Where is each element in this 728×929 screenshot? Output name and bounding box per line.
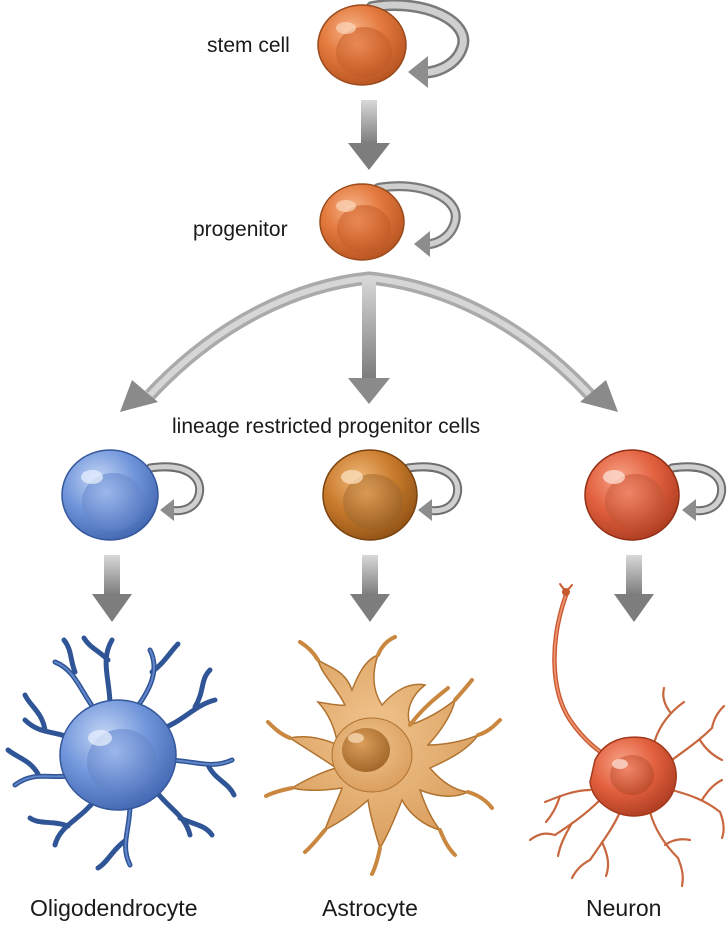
oligodendrocyte-label: Oligodendrocyte [30, 895, 198, 921]
neuron-label: Neuron [586, 895, 661, 921]
progenitor-cell: progenitor [193, 181, 461, 261]
neuron: Neuron [528, 583, 726, 921]
circular-arrow-icon [145, 462, 205, 521]
circular-arrow-icon [366, 0, 470, 88]
down-arrow-icon [580, 380, 618, 412]
stem-cell-label: stem cell [207, 34, 290, 57]
neuron-progenitor [584, 449, 727, 541]
stem-cell: stem cell [207, 0, 470, 88]
down-arrow-icon [92, 555, 132, 622]
circular-arrow-icon [403, 462, 463, 521]
down-arrow-icon [348, 100, 390, 170]
progenitor-label: progenitor [193, 218, 288, 241]
down-arrow-icon [348, 378, 390, 404]
astrocyte-label: Astrocyte [322, 895, 418, 921]
down-arrow-icon [350, 555, 390, 622]
oligodendrocyte-progenitor [61, 449, 205, 541]
down-arrow-icon [120, 380, 158, 412]
lineage-label: lineage restricted progenitor cells [172, 415, 480, 438]
oligodendrocyte: Oligodendrocyte [5, 635, 237, 921]
astrocyte: Astrocyte [264, 635, 502, 921]
circular-arrow-icon [667, 462, 727, 521]
branching-arrows [120, 271, 618, 412]
circular-arrow-icon [373, 181, 461, 257]
down-arrow-icon [614, 555, 654, 622]
astrocyte-progenitor [322, 449, 463, 541]
